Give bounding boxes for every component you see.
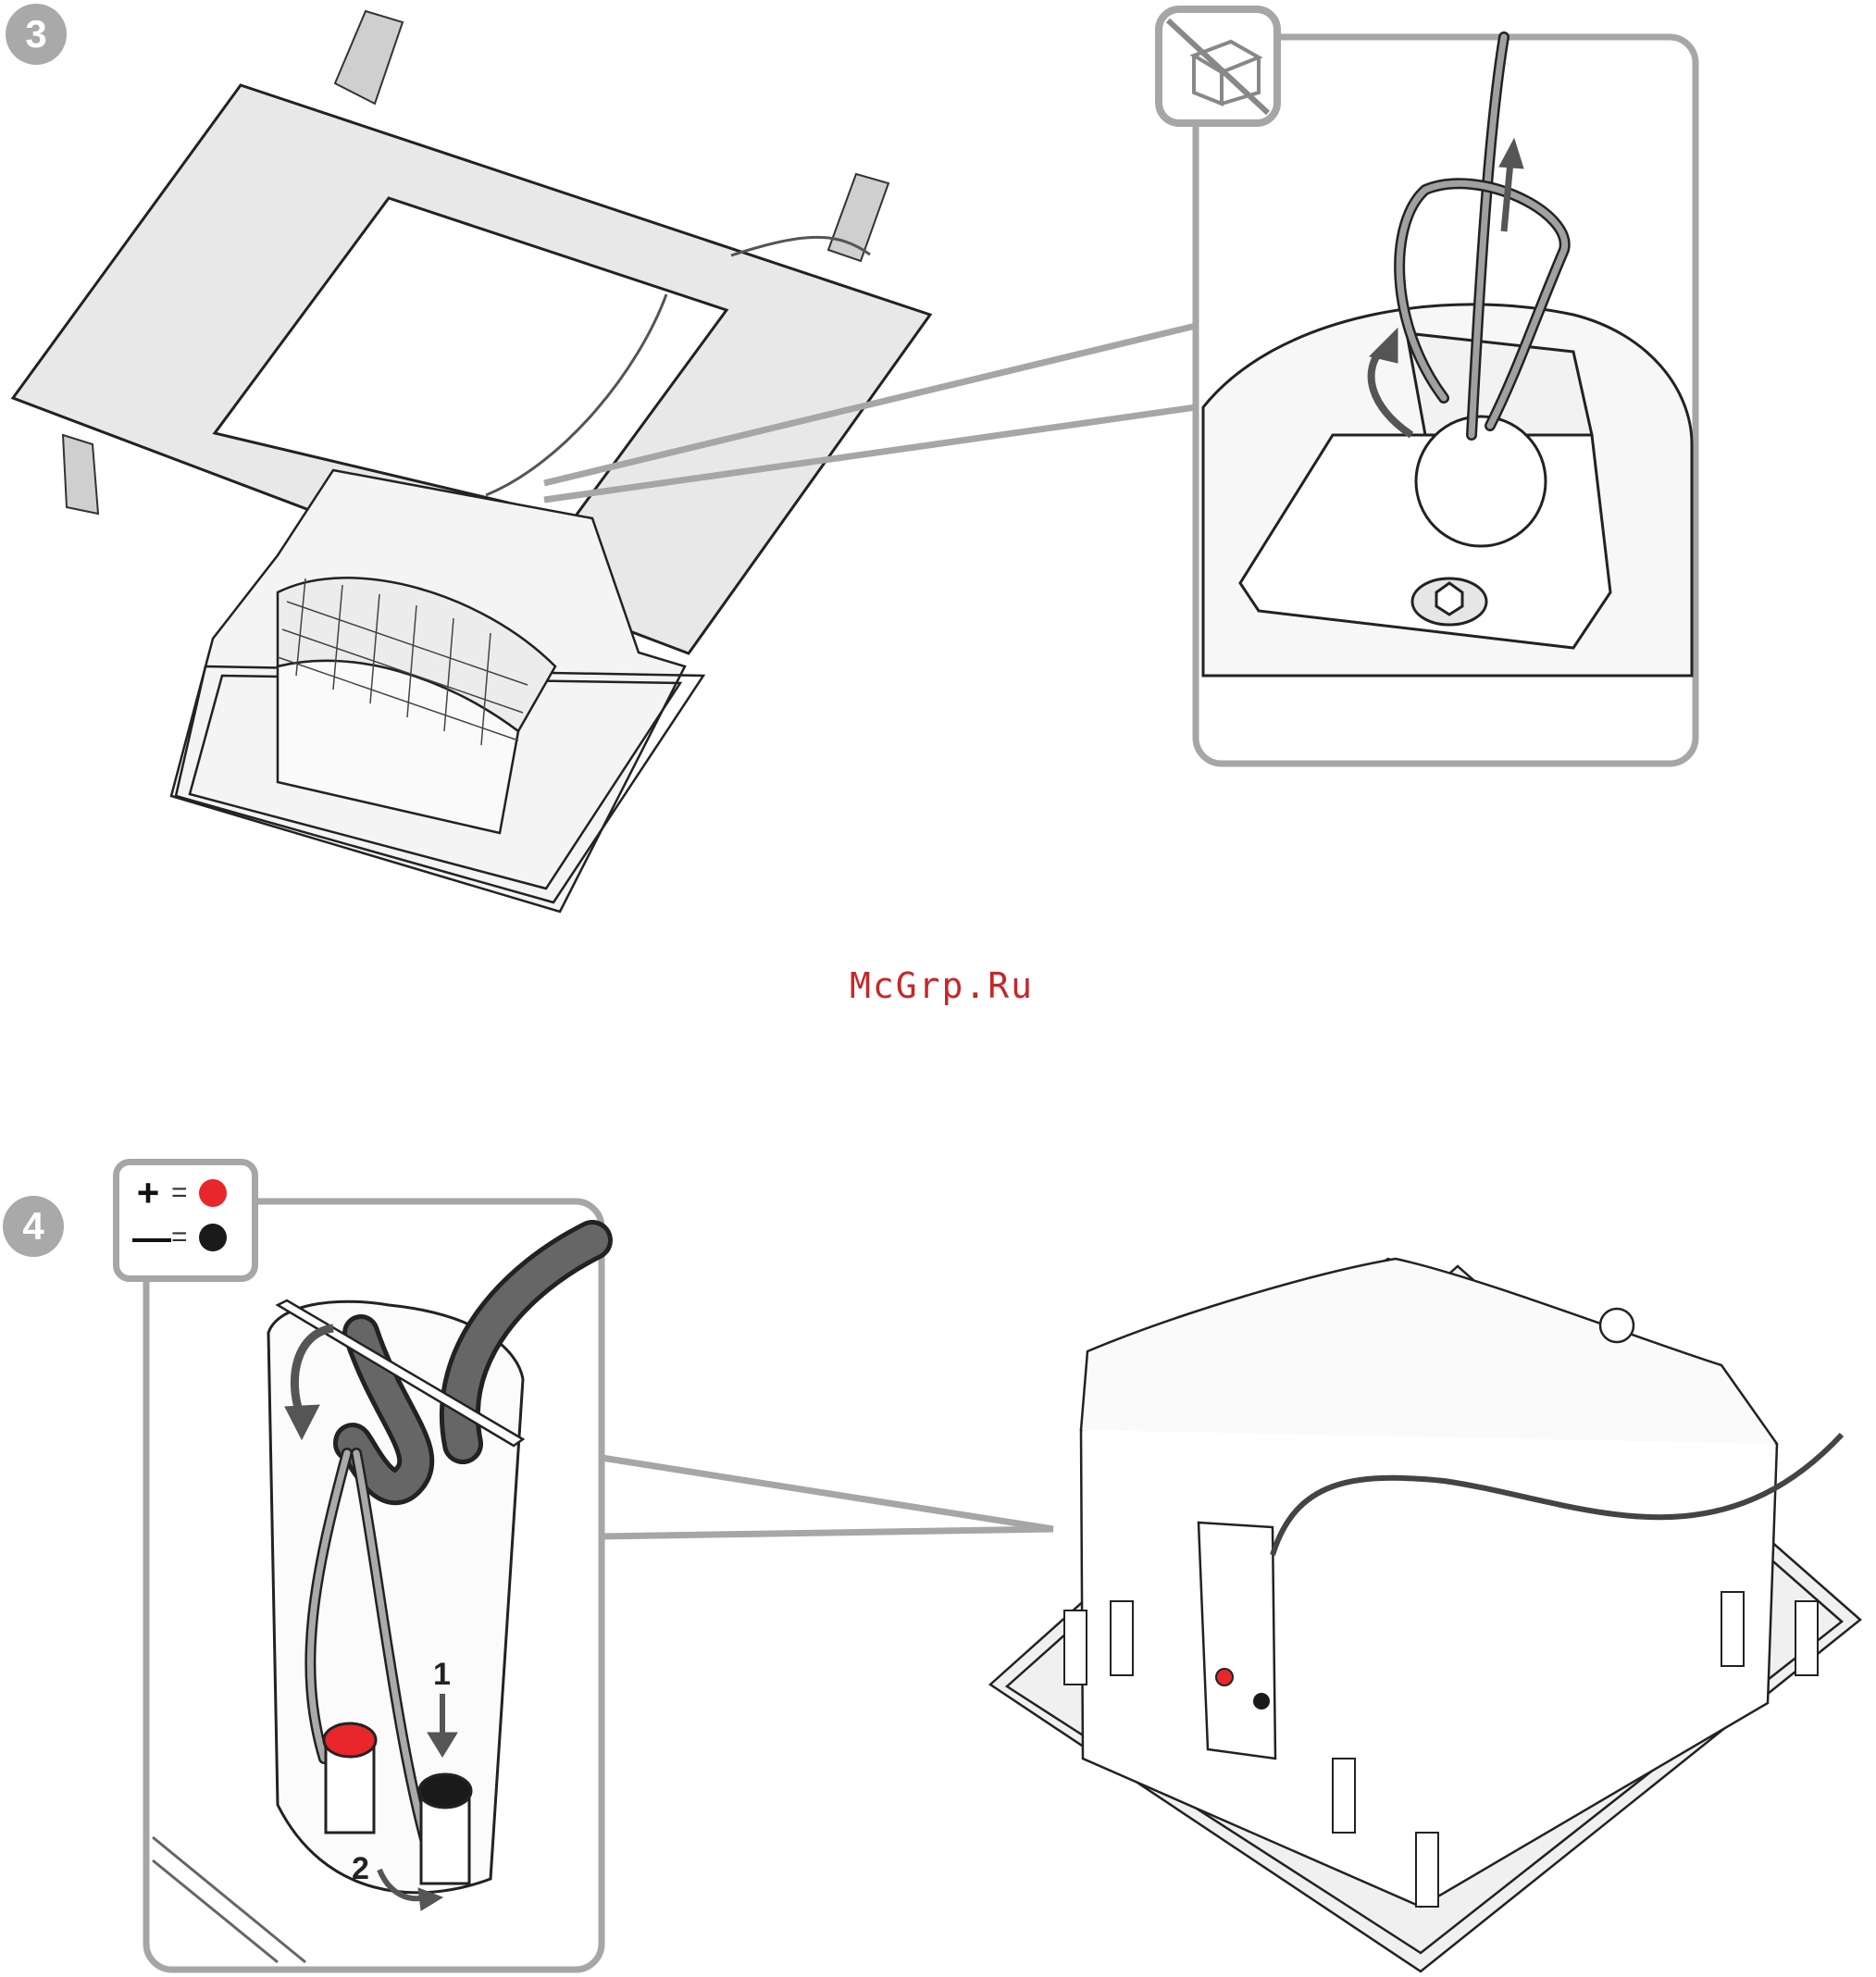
step-3-badge: 3 <box>6 4 67 65</box>
step-4-badge: 4 <box>3 1196 64 1257</box>
polarity-legend: + = — = <box>113 1159 258 1282</box>
black-terminal-post <box>419 1774 471 1884</box>
wiring-step-2-label: 2 <box>352 1851 369 1887</box>
no-packaging-icon <box>1159 9 1277 123</box>
black-dot-icon <box>199 1224 227 1251</box>
negative-row: — = <box>132 1219 227 1256</box>
plus-icon: + <box>132 1175 164 1212</box>
watermark: McGrp.Ru <box>850 965 1034 1006</box>
red-dot-icon <box>199 1179 227 1207</box>
red-terminal-post <box>324 1723 376 1833</box>
equals-sign: = <box>171 1219 188 1256</box>
mini-red-terminal <box>1216 1669 1233 1685</box>
mini-black-terminal <box>1253 1693 1270 1710</box>
equals-sign: = <box>171 1175 188 1212</box>
wiring-step-1-label: 1 <box>433 1657 451 1693</box>
mount-bracket-detail <box>1203 305 1692 676</box>
minus-icon: — <box>132 1219 164 1256</box>
positive-row: + = <box>132 1175 227 1212</box>
connector-line-step4 <box>602 1458 1053 1536</box>
